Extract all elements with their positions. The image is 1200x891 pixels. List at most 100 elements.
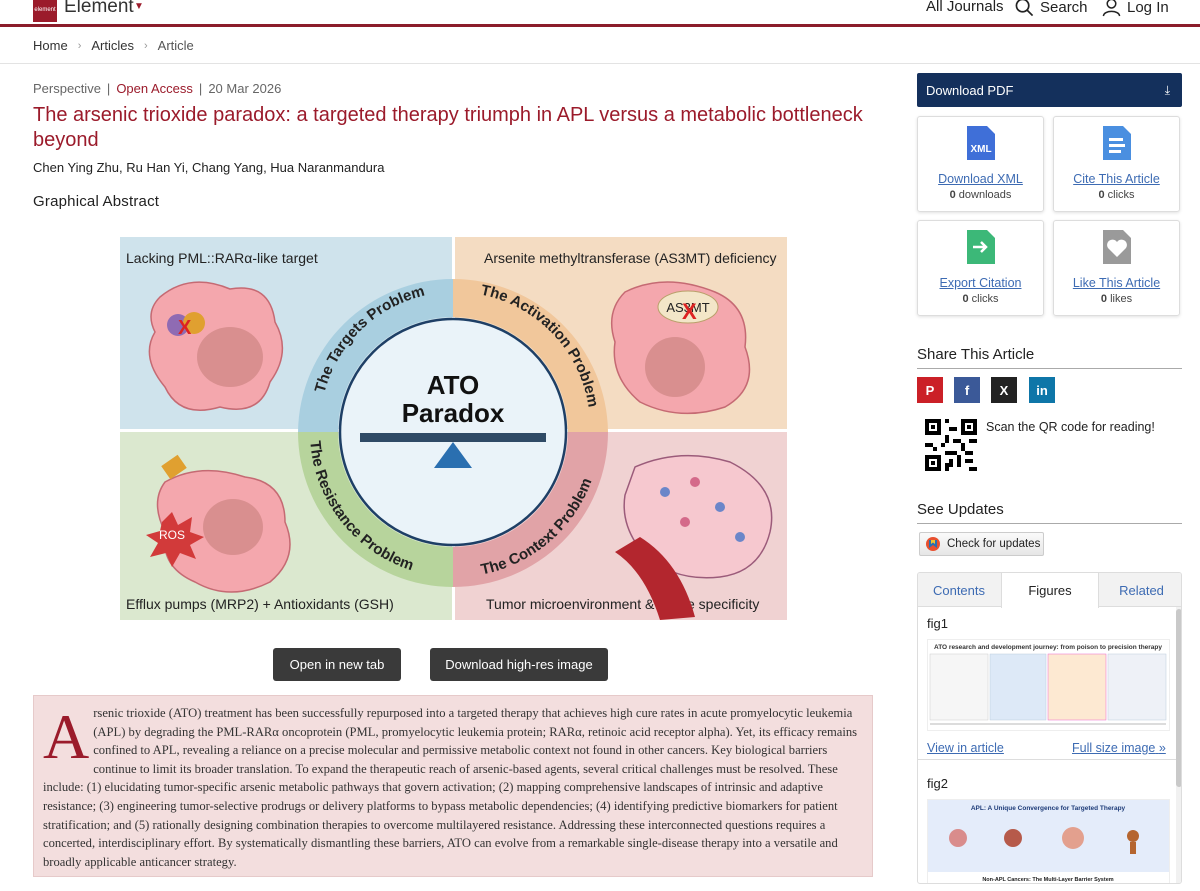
publish-date: 20 Mar 2026 <box>208 81 282 96</box>
count-unit: likes <box>1110 293 1133 305</box>
download-hires-button[interactable]: Download high-res image <box>430 648 608 681</box>
era-box <box>1107 653 1167 721</box>
figures-panel: Contents Figures Related fig1 ATO resear… <box>917 572 1182 884</box>
cross-icon: X <box>178 317 192 339</box>
fig2-label: fig2 <box>927 776 948 791</box>
qr-caption: Scan the QR code for reading! <box>986 420 1155 434</box>
ring-activation <box>453 279 608 432</box>
cell-dot <box>660 487 670 497</box>
brand-name[interactable]: Element <box>64 0 134 17</box>
fig2-figure <box>1130 842 1136 854</box>
like-article-label[interactable]: Like This Article <box>1072 276 1161 290</box>
graphical-abstract-heading: Graphical Abstract <box>33 193 160 210</box>
download-xml-label[interactable]: Download XML <box>938 172 1023 186</box>
era-box <box>1047 653 1107 721</box>
fig2-step <box>1127 830 1139 842</box>
breadcrumb-home[interactable]: Home <box>33 38 68 53</box>
fig2-thumbnail[interactable]: APL: A Unique Convergence for Targeted T… <box>927 799 1170 883</box>
author-list[interactable]: Chen Ying Zhu, Ru Han Yi, Chang Yang, Hu… <box>33 160 385 175</box>
as3mt-label: AS3MT <box>666 300 709 315</box>
fig1-title: ATO research and development journey: fr… <box>934 644 1162 651</box>
abstract-box: A rsenic trioxide (ATO) treatment has be… <box>33 695 873 877</box>
abstract-dropcap: A <box>43 701 90 772</box>
check-updates-label: Check for updates <box>947 538 1041 550</box>
article-title: The arsenic trioxide paradox: a targeted… <box>33 104 863 151</box>
graphical-abstract-image[interactable]: Lacking PML::RARα-like target Arsenite m… <box>120 237 787 620</box>
divider <box>917 368 1182 369</box>
linkedin-share-button[interactable]: in <box>1029 377 1055 403</box>
export-citation-count: 0 clicks <box>918 293 1043 305</box>
updates-heading: See Updates <box>917 501 1004 518</box>
balance-beam <box>360 433 546 442</box>
tab-contents[interactable]: Contents <box>932 582 986 598</box>
fig2-thumbnail-svg: APL: A Unique Convergence for Targeted T… <box>928 800 1169 883</box>
panel-scrollbar[interactable] <box>1176 607 1181 883</box>
export-citation-card[interactable]: Export Citation 0 clicks <box>917 220 1044 316</box>
q3-label: Efflux pumps (MRP2) + Antioxidants (GSH) <box>126 596 394 612</box>
login-button[interactable]: Log In <box>1102 0 1169 17</box>
export-citation-label[interactable]: Export Citation <box>939 276 1022 290</box>
cell-dot <box>735 532 745 542</box>
count-unit: clicks <box>1107 189 1135 201</box>
cell-dot <box>680 517 690 527</box>
brand-caret-icon[interactable]: ▼ <box>134 1 144 12</box>
top-header: element Element ▼ All Journals Search Lo… <box>0 0 1200 27</box>
count-value: 0 <box>1098 189 1105 201</box>
center-title-2: Paradox <box>402 398 505 428</box>
chevron-right-icon: › <box>143 39 148 52</box>
tab-figures[interactable]: Figures <box>1001 573 1099 608</box>
cite-article-label[interactable]: Cite This Article <box>1073 172 1160 186</box>
nucleus-targets <box>197 327 263 387</box>
linkedin-icon: in <box>1036 382 1048 398</box>
ring-targets <box>298 279 453 432</box>
breadcrumb: Home › Articles › Article <box>33 38 194 53</box>
pinterest-icon: P <box>925 382 935 398</box>
x-share-button[interactable]: X <box>991 377 1017 403</box>
center-title-1: ATO <box>427 370 479 400</box>
check-updates-button[interactable]: Check for updates <box>919 532 1044 556</box>
download-xml-card[interactable]: XML Download XML 0 downloads <box>917 116 1044 212</box>
article-meta: Perspective | Open Access | 20 Mar 2026 <box>33 81 281 96</box>
download-xml-count: 0 downloads <box>918 189 1043 201</box>
xml-file-icon: XML <box>967 126 995 160</box>
count-unit: downloads <box>958 189 1012 201</box>
nucleus-activation <box>645 337 705 397</box>
ring-resistance <box>298 432 453 587</box>
protein-icon-2 <box>183 312 205 334</box>
like-article-card[interactable]: Like This Article 0 likes <box>1053 220 1180 316</box>
chevron-right-icon: › <box>77 39 82 52</box>
abstract-text: rsenic trioxide (ATO) treatment has been… <box>43 706 858 869</box>
scrollbar-thumb[interactable] <box>1176 609 1181 787</box>
ros-burst-icon <box>146 512 204 567</box>
breadcrumb-current: Article <box>157 38 194 53</box>
blood-vessel <box>615 537 695 620</box>
all-journals-link[interactable]: All Journals <box>926 0 1004 15</box>
breadcrumb-articles[interactable]: Articles <box>91 38 134 53</box>
fig1-thumbnail[interactable]: ATO research and development journey: fr… <box>927 639 1170 731</box>
facebook-icon: f <box>964 382 970 398</box>
fig1-thumbnail-svg: ATO research and development journey: fr… <box>929 644 1167 725</box>
chevron-double-right-icon: » <box>1158 741 1166 755</box>
search-button[interactable]: Search <box>1015 0 1088 17</box>
facebook-share-button[interactable]: f <box>954 377 980 403</box>
full-size-image-link[interactable]: Full size image » <box>1072 741 1166 755</box>
fig1-label: fig1 <box>927 616 948 631</box>
quote-icon <box>1103 126 1131 160</box>
brand-logo[interactable]: element <box>33 0 57 22</box>
cite-article-card[interactable]: Cite This Article 0 clicks <box>1053 116 1180 212</box>
download-icon: ⤓ <box>1164 82 1170 97</box>
nucleus-resistance <box>203 499 263 555</box>
open-new-tab-button[interactable]: Open in new tab <box>273 648 401 681</box>
fig2-step <box>1062 827 1084 849</box>
download-pdf-button[interactable]: Download PDF ⤓ <box>917 73 1182 107</box>
open-access-badge: Open Access <box>116 81 193 96</box>
tab-related[interactable]: Related <box>1119 582 1164 598</box>
q1-label: Lacking PML::RARα-like target <box>126 250 318 266</box>
count-value: 0 <box>949 189 956 201</box>
count-value: 0 <box>962 293 969 305</box>
panel-tabs: Contents Figures Related <box>918 573 1181 608</box>
view-in-article-link[interactable]: View in article <box>927 741 1004 755</box>
era-box <box>929 653 989 721</box>
count-value: 0 <box>1100 293 1108 305</box>
pinterest-share-button[interactable]: P <box>917 377 943 403</box>
